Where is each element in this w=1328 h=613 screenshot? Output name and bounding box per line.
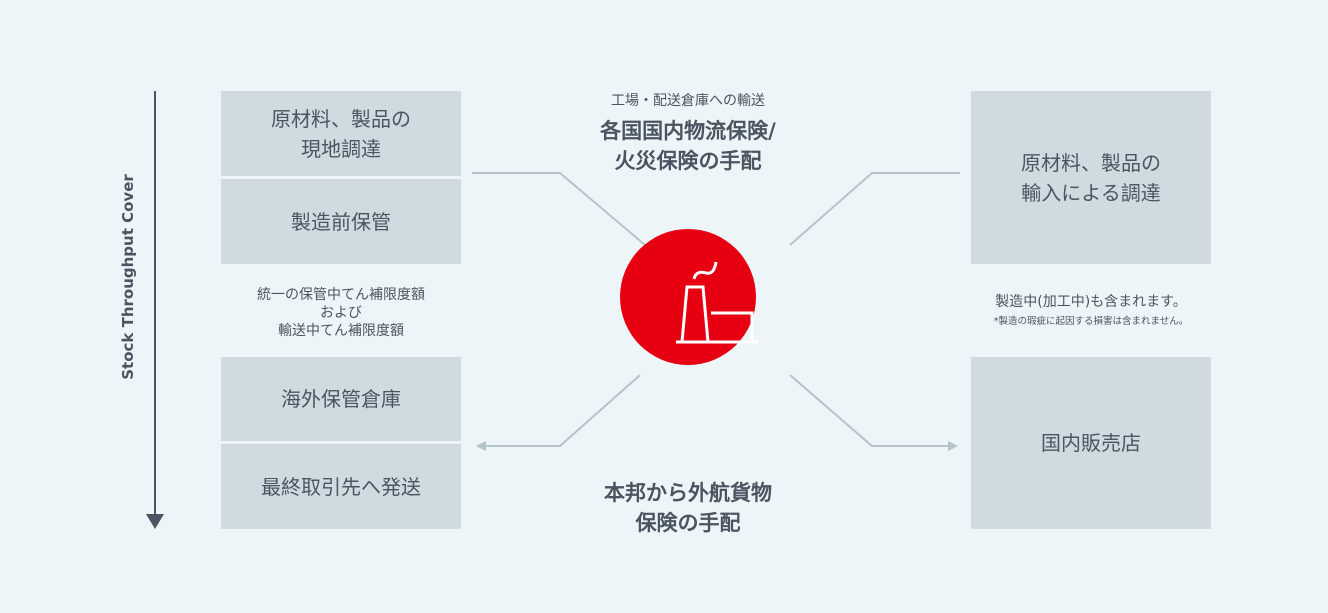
right-box-domestic-retailer: 国内販売店 [971, 357, 1211, 529]
connector-bottom-right [789, 374, 958, 451]
left-note: 統一の保管中てん補限度額 および 輸送中てん補限度額 [257, 287, 425, 339]
left-box-overseas-warehouse: 海外保管倉庫 [221, 357, 461, 441]
right-note-main: 製造中(加工中)も含まれます。 [995, 294, 1187, 310]
factory-circle [620, 229, 756, 365]
right-box-import-procurement: 原材料、製品の 輸入による調達 [971, 91, 1211, 264]
connector-bottom-left [476, 374, 641, 451]
top-center-subtitle: 工場・配送倉庫への輸送 [611, 93, 765, 109]
top-center-title: 各国国内物流保険/ 火災保険の手配 [600, 119, 776, 173]
left-box-local-procurement: 原材料、製品の 現地調達 [221, 91, 461, 176]
connector-top-left [472, 172, 646, 246]
right-note-sub: *製造の瑕疵に起因する損害は含まれません。 [993, 316, 1189, 327]
left-box-ship-to-customer: 最終取引先へ発送 [221, 444, 461, 529]
left-box-pre-production-storage: 製造前保管 [221, 179, 461, 264]
connector-top-right [789, 172, 960, 246]
bottom-center-title: 本邦から外航貨物 保険の手配 [604, 481, 772, 535]
axis-label: Stock Throughput Cover [119, 174, 137, 380]
factory-icon [676, 261, 758, 344]
